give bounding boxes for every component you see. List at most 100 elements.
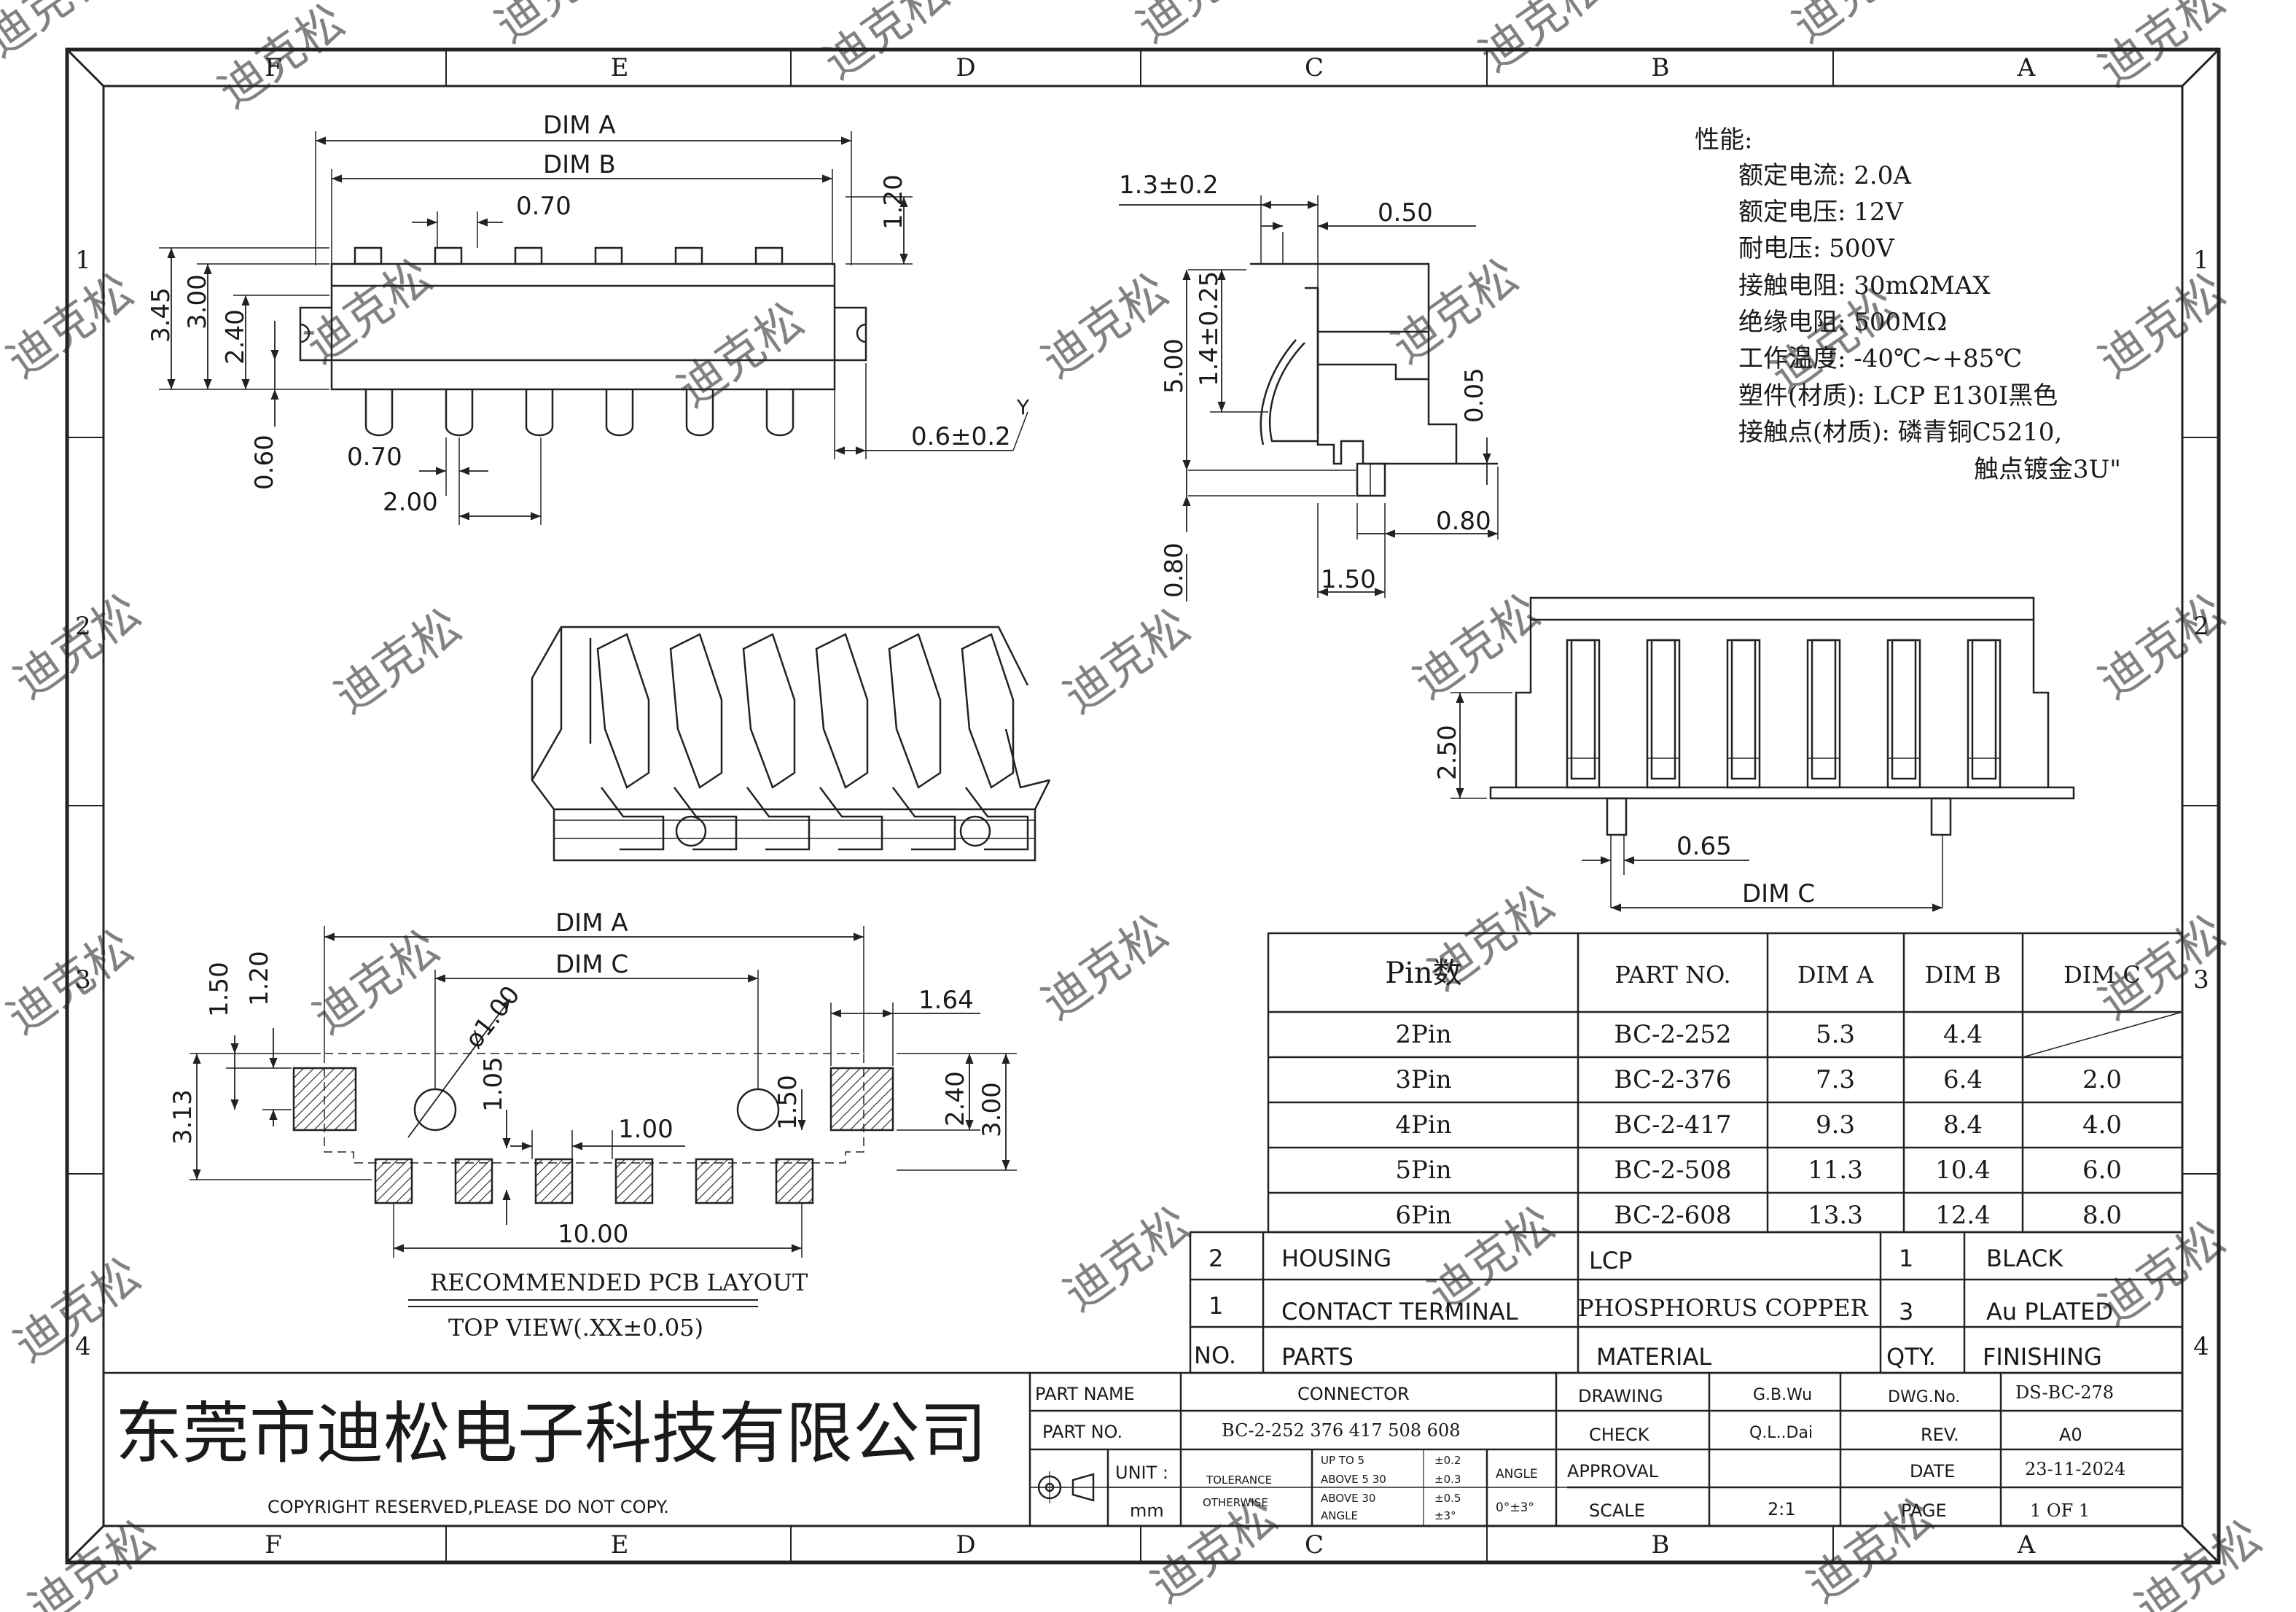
isometric-view	[531, 626, 1051, 862]
pcb-pad	[775, 1158, 814, 1204]
row-label-left: 4	[75, 1332, 91, 1361]
dim-label: 3.13	[168, 1089, 198, 1145]
dim-label: DIM A	[555, 908, 628, 938]
dim-label: Y	[1016, 395, 1030, 419]
tolerance-range: ABOVE 30	[1321, 1492, 1375, 1505]
pin-bottom	[445, 389, 474, 437]
border-column-labels: F E D C B A F E D C B A 1 2 3 4 1 2 3 4	[75, 53, 2209, 1560]
bom-cell: PHOSPHORUS COPPER	[1578, 1294, 1869, 1322]
col-label-top: B	[1652, 53, 1670, 82]
col-label-bottom: A	[2017, 1530, 2036, 1560]
watermark-text: 迪克松	[1470, 0, 1616, 82]
pin-top	[674, 246, 703, 265]
dim-label: 0.6±0.2	[911, 422, 1011, 451]
spec-line: 接触电阻: 30mΩMAX	[1738, 271, 1991, 300]
copyright-notice: COPYRIGHT RESERVED,PLEASE DO NOT COPY.	[268, 1497, 669, 1517]
pin-table-cell: 12.4	[1935, 1201, 1991, 1230]
iso-leg	[673, 787, 738, 851]
tolerance-value: ±3°	[1434, 1509, 1456, 1522]
bom-cell: CONTACT TERMINAL	[1281, 1298, 1518, 1325]
label: OTHERWISE	[1203, 1496, 1268, 1509]
pin-table-cell: 7.3	[1816, 1065, 1855, 1094]
pin-table-cell: 13.3	[1808, 1201, 1863, 1230]
pin-table-header: Pin数	[1385, 957, 1461, 990]
dim-label: 0.50	[1378, 198, 1433, 227]
iso-leg	[965, 787, 1029, 851]
label: PART NO.	[1042, 1422, 1122, 1442]
bom-header: QTY.	[1886, 1343, 1936, 1371]
pcb-pad	[534, 1158, 574, 1204]
pin-table-cell: 5.3	[1816, 1020, 1855, 1049]
row-label-left: 1	[75, 246, 91, 275]
pin-top	[514, 246, 543, 265]
spec-line: 塑件(材质): LCP E130I黑色	[1738, 381, 2058, 410]
dim-label: 1.64	[918, 986, 974, 1015]
top-view	[159, 131, 1028, 525]
bom-cell: 2	[1208, 1245, 1223, 1272]
pin-bottom	[364, 389, 394, 437]
dim-label: 2.50	[1433, 725, 1462, 780]
label: UNIT :	[1115, 1463, 1168, 1483]
bom-cell: 1	[1899, 1245, 1913, 1272]
spec-line: 绝缘电阻: 500MΩ	[1738, 308, 1947, 337]
watermark-text: 迪克松	[1033, 264, 1179, 389]
watermark-text: 迪克松	[304, 920, 450, 1045]
spec-line: 额定电流: 2.0A	[1738, 161, 1911, 190]
label: APPROVAL	[1567, 1461, 1659, 1481]
dim-label: 1.50	[1321, 565, 1376, 594]
dim-label: 0.60	[250, 435, 279, 490]
pin-table-cell: 4Pin	[1395, 1110, 1451, 1140]
tolerance-value: ±0.2	[1434, 1454, 1461, 1467]
front-view-dimension-labels: 2.50 0.65 DIM C	[1433, 725, 1815, 908]
watermark-text: 迪克松	[668, 293, 814, 418]
label: REV.	[1921, 1425, 1959, 1445]
pin-table-cell: 8.0	[2082, 1201, 2122, 1230]
tolerance-value: ±0.3	[1434, 1473, 1461, 1486]
dim-label: 0.80	[1160, 542, 1189, 598]
bom-cell: Au PLATED	[1986, 1298, 2113, 1325]
spec-title: 性能:	[1695, 125, 1752, 155]
label: DRAWING	[1578, 1386, 1663, 1406]
specifications: 性能: 额定电流: 2.0A 额定电压: 12V 耐电压: 500V 接触电阻:…	[1695, 125, 2121, 484]
pin-table-cell: 6.4	[1943, 1065, 1983, 1094]
iso-contact	[669, 633, 723, 789]
dim-label: 2.00	[383, 488, 438, 517]
part-name: CONNECTOR	[1297, 1384, 1410, 1404]
iso-leg	[892, 787, 956, 851]
pin-table-cell: 2.0	[2082, 1065, 2122, 1094]
dim-label: 1.50	[773, 1075, 803, 1130]
watermark-text: 迪克松	[0, 920, 143, 1045]
dim-label: 3.45	[147, 287, 176, 343]
iso-contact	[815, 633, 869, 789]
pin-table-cell: 4.0	[2082, 1110, 2122, 1140]
col-label-bottom: B	[1652, 1530, 1670, 1560]
spec-line: 工作温度: -40℃~+85℃	[1738, 344, 2022, 373]
dim-label: DIM A	[543, 111, 616, 140]
bom-cell: HOUSING	[1281, 1245, 1391, 1272]
pin-bottom	[605, 389, 634, 437]
watermark-text: 迪克松	[1405, 585, 1550, 709]
front-contact-inner	[1811, 639, 1837, 780]
company-name: 东莞市迪松电子科技有限公司	[115, 1395, 987, 1473]
iso-leg	[746, 787, 811, 851]
bom-header: MATERIAL	[1596, 1343, 1711, 1371]
dim-label: 0.70	[347, 443, 402, 472]
label: DWG.No.	[1888, 1388, 1960, 1406]
watermark-text: 迪克松	[1128, 0, 1273, 53]
pin-table-header: DIM B	[1925, 961, 2002, 989]
pin-table-header: DIM A	[1797, 961, 1874, 989]
row-label-right: 2	[2193, 612, 2209, 641]
label: SCALE	[1589, 1500, 1645, 1521]
pin-table-cell: 2Pin	[1395, 1020, 1451, 1049]
pcb-pad	[454, 1158, 493, 1204]
title-block-text: 东莞市迪松电子科技有限公司 COPYRIGHT RESERVED,PLEASE …	[115, 1382, 2125, 1522]
pin-table-cell: 6Pin	[1395, 1201, 1451, 1230]
bom-header: PARTS	[1281, 1343, 1354, 1371]
bom-header: NO.	[1194, 1342, 1236, 1369]
dim-label: DIM C	[555, 950, 628, 979]
bom-header: FINISHING	[1983, 1343, 2102, 1371]
pin-table	[1267, 932, 2184, 1234]
iso-peg	[675, 815, 707, 847]
